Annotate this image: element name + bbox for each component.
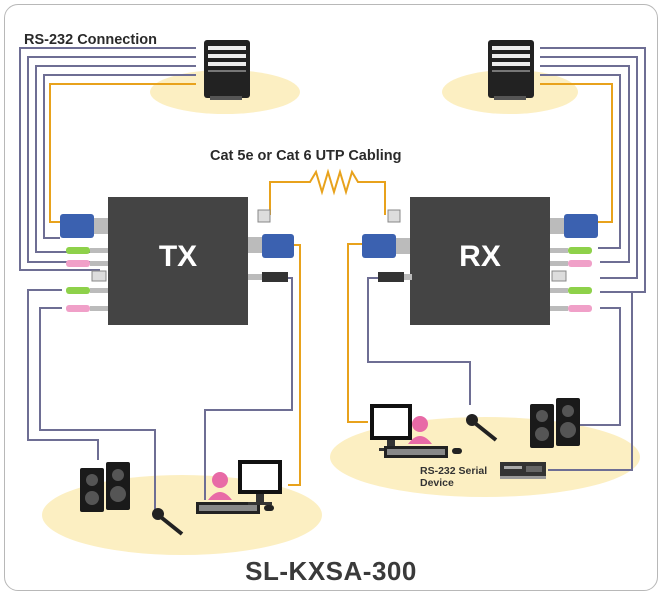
tx-keyboard-icon <box>196 502 274 514</box>
tx-computer-icon <box>204 40 250 100</box>
serial-device-label-line2: Device <box>420 477 454 489</box>
tx-audio-pink-icon <box>66 260 90 267</box>
rx-vga-out-icon <box>362 234 396 258</box>
serial-device-label: RS-232 Serial Device <box>420 465 487 489</box>
rs232-connection-label: RS-232 Connection <box>24 32 157 48</box>
tx-audio-pink2-icon <box>66 305 90 312</box>
tx-pc-cable <box>49 83 196 223</box>
rx-audio-pink-icon <box>568 260 592 267</box>
cabling-label: Cat 5e or Cat 6 UTP Cabling <box>210 148 402 164</box>
rx-rj45-icon <box>387 209 401 223</box>
tx-right-connectors <box>248 209 294 282</box>
rx-pc-cable <box>540 83 613 223</box>
tx-microphone-icon <box>152 508 184 536</box>
serial-device-icon <box>500 462 546 479</box>
rx-right-connectors <box>550 214 598 312</box>
rx-label: RX <box>459 240 501 273</box>
tx-usb-icon <box>262 272 288 282</box>
utp-cable <box>269 168 386 215</box>
tx-rj45-icon <box>257 209 271 223</box>
rx-serial-port-icon <box>551 270 567 282</box>
rx-usb-icon <box>378 272 404 282</box>
model-title: SL-KXSA-300 <box>245 556 417 586</box>
rx-unit <box>410 197 550 325</box>
rx-speakers-icon <box>530 398 580 448</box>
rx-audio-pink2-icon <box>568 305 592 312</box>
rx-audio-green-icon <box>568 247 592 254</box>
rx-user-icon <box>408 416 432 444</box>
tx-label: TX <box>158 240 198 273</box>
rx-vga-port-icon <box>564 214 598 238</box>
tx-speakers-icon <box>80 462 130 512</box>
rx-vga-to-monitor <box>347 243 368 423</box>
rx-left-connectors <box>362 209 412 282</box>
tx-vga-out-icon <box>262 234 294 258</box>
rx-audio-green2-icon <box>568 287 592 294</box>
serial-device-label-line1: RS-232 Serial <box>420 465 488 477</box>
tx-audio-green2-icon <box>66 287 90 294</box>
tx-unit <box>108 197 248 325</box>
tx-audio-green-icon <box>66 247 90 254</box>
tx-left-connectors <box>60 214 108 312</box>
rx-keyboard-icon <box>384 446 462 458</box>
tx-serial-port-icon <box>91 270 107 282</box>
rx-microphone-icon <box>466 414 498 442</box>
tx-vga-port-icon <box>60 214 94 238</box>
tx-monitor-icon <box>238 460 282 505</box>
rx-computer-icon <box>488 40 534 100</box>
tx-user-icon <box>208 472 232 500</box>
